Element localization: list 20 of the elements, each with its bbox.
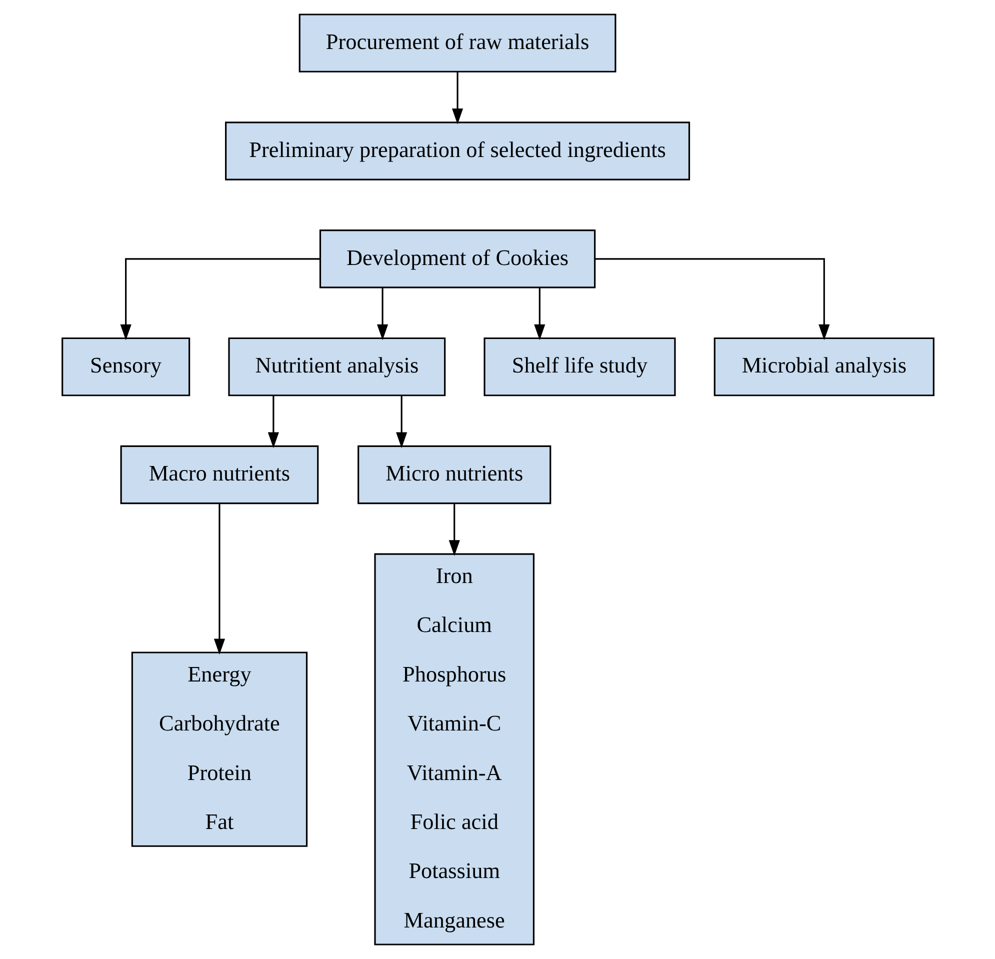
- arrow: [120, 258, 320, 340]
- arrow: [448, 504, 460, 556]
- arrow: [594, 258, 830, 340]
- arrow: [534, 288, 545, 340]
- node-box: Preliminary preparation of selected ingredients: [224, 122, 690, 180]
- node-box: Nutritient analysis: [228, 337, 446, 396]
- node-box: Microbial analysis: [713, 337, 934, 396]
- arrow: [451, 72, 463, 124]
- node-box: Energy Carbohydrate Protein Fat: [130, 652, 308, 847]
- node-box: Micro nutrients: [357, 445, 551, 504]
- node-box: Sensory: [61, 337, 190, 396]
- node-box: Shelf life study: [483, 337, 676, 396]
- arrow: [213, 504, 225, 655]
- arrow: [396, 396, 407, 448]
- arrow: [267, 396, 278, 448]
- arrow: [376, 288, 388, 340]
- node-box: Macro nutrients: [120, 445, 318, 504]
- node-box: Procurement of raw materials: [298, 14, 616, 72]
- node-box: Iron Calcium Phosphorus Vitamin-C Vitamin-A Folic acid Potassium Manganese: [374, 553, 534, 946]
- node-box: Development of Cookies: [318, 230, 596, 288]
